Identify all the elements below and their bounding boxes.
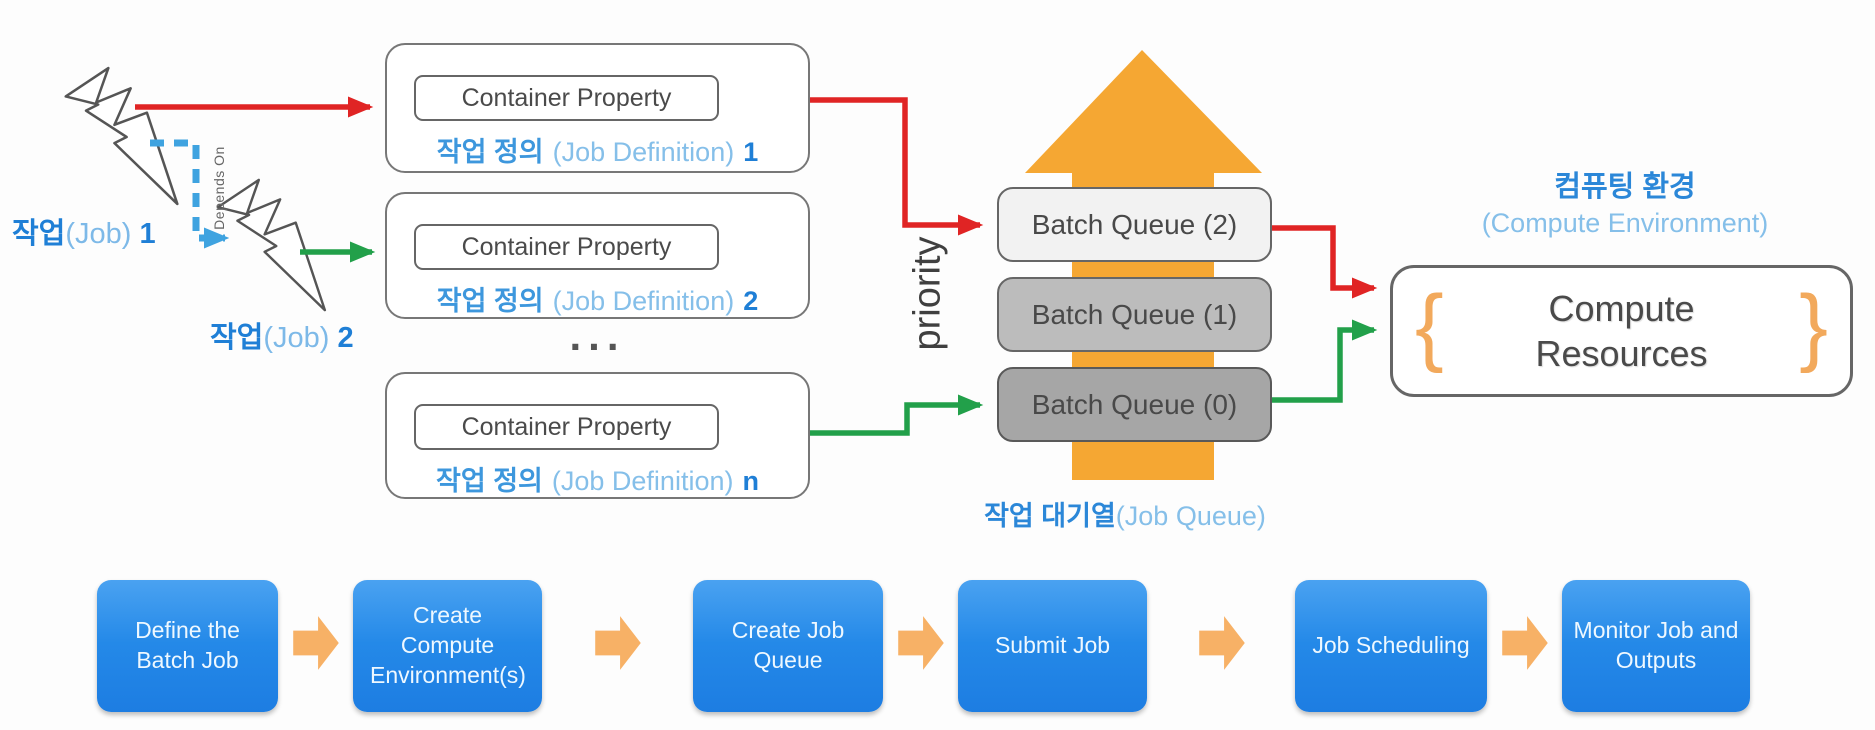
job-definition-card-n: Container Property 작업 정의 (Job Definition)… — [385, 372, 810, 499]
workflow-step-label: Create Job Queue — [731, 617, 845, 673]
container-property-label: Container Property — [461, 232, 672, 261]
compute-environment-caption-ko: 컴퓨팅 환경 — [1554, 171, 1696, 203]
job-definition-ellipsis: ... — [569, 312, 626, 359]
job-definition-card-2: Container Property 작업 정의 (Job Definition)… — [385, 192, 810, 319]
batch-queue-2-label: Batch Queue (2) — [1031, 208, 1238, 240]
job-queue-caption: 작업 대기열(Job Queue) — [940, 494, 1310, 533]
batch-queue-1-label: Batch Queue (1) — [1031, 298, 1238, 330]
batch-queue-0: Batch Queue (0) — [997, 367, 1272, 442]
container-property-box: Container Property — [414, 404, 719, 450]
job2-lightning-icon — [216, 178, 327, 312]
arrow-queue2-to-compute — [1272, 225, 1378, 299]
job1-label-ko: 작업 — [12, 218, 66, 250]
compute-resources-box: { Compute Resources } — [1390, 265, 1853, 397]
container-property-label: Container Property — [461, 412, 672, 441]
job-definition-label-en: (Job Definition) — [551, 466, 734, 496]
workflow-step-monitor-job-outputs: Monitor Job and Outputs — [1562, 580, 1750, 712]
workflow-arrow-icon — [1502, 616, 1548, 670]
job2-label-en: (Job) — [263, 322, 330, 354]
job2-label: 작업(Job)2 — [210, 314, 354, 356]
compute-environment-caption: 컴퓨팅 환경 (Compute Environment) — [1430, 163, 1820, 239]
job1-label-en: (Job) — [65, 218, 132, 250]
job-definition-card-1: Container Property 작업 정의 (Job Definition)… — [385, 43, 810, 173]
workflow-step-create-job-queue: Create Job Queue — [693, 580, 883, 712]
depends-on-label: Depends On — [211, 146, 227, 230]
job-definition-label-1: 작업 정의 (Job Definition) 1 — [387, 130, 808, 169]
arrow-queue0-to-compute — [1272, 319, 1378, 403]
container-property-box: Container Property — [414, 75, 719, 121]
job1-label-num: 1 — [139, 218, 156, 250]
job-definition-label-num: n — [742, 466, 759, 496]
arrow-definition1-to-queue2 — [810, 97, 984, 236]
workflow-step-label: Job Scheduling — [1312, 632, 1470, 659]
job2-label-ko: 작업 — [210, 322, 264, 354]
container-property-box: Container Property — [414, 224, 719, 270]
job-definition-label-en: (Job Definition) — [552, 137, 735, 167]
priority-label: priority — [906, 236, 949, 351]
batch-queue-0-label: Batch Queue (0) — [1031, 388, 1238, 420]
job-definition-label-en: (Job Definition) — [552, 286, 735, 316]
job1-label: 작업(Job)1 — [12, 210, 156, 252]
batch-queue-1: Batch Queue (1) — [997, 277, 1272, 352]
job-definition-label-2: 작업 정의 (Job Definition) 2 — [387, 279, 808, 318]
workflow-step-label: Define the Batch Job — [135, 617, 240, 673]
workflow-step-define-batch-job: Define the Batch Job — [97, 580, 278, 712]
left-brace-icon: { — [1415, 278, 1444, 374]
workflow-arrow-icon — [898, 616, 944, 670]
job-definition-label-num: 2 — [743, 286, 759, 316]
workflow-step-label: Create Compute Environment(s) — [370, 602, 526, 688]
job-queue-caption-en: (Job Queue) — [1115, 501, 1266, 531]
job-definition-label-ko: 작업 정의 — [436, 137, 544, 167]
workflow-step-label: Submit Job — [994, 632, 1111, 659]
job-definition-label-ko: 작업 정의 — [436, 466, 543, 496]
job-queue-caption-ko: 작업 대기열 — [984, 501, 1116, 531]
workflow-step-job-scheduling: Job Scheduling — [1295, 580, 1487, 712]
job1-lightning-icon — [64, 66, 179, 206]
workflow-arrow-icon — [595, 616, 641, 670]
workflow-step-submit-job: Submit Job — [958, 580, 1147, 712]
workflow-step-create-compute-environment: Create Compute Environment(s) — [353, 580, 542, 712]
compute-resources-label: Compute Resources — [1535, 288, 1708, 374]
workflow-step-label: Monitor Job and Outputs — [1573, 617, 1739, 673]
job-definition-label-n: 작업 정의 (Job Definition) n — [387, 459, 808, 498]
container-property-label: Container Property — [461, 83, 672, 112]
workflow-arrow-icon — [293, 616, 339, 670]
arrow-definitionN-to-queue0 — [810, 394, 984, 436]
right-brace-icon: } — [1799, 278, 1828, 374]
batch-queue-2: Batch Queue (2) — [997, 187, 1272, 262]
job2-label-num: 2 — [337, 322, 354, 354]
workflow-arrow-icon — [1199, 616, 1245, 670]
compute-environment-caption-en: (Compute Environment) — [1481, 208, 1769, 238]
job-definition-label-num: 1 — [743, 137, 759, 167]
job-definition-label-ko: 작업 정의 — [436, 286, 544, 316]
